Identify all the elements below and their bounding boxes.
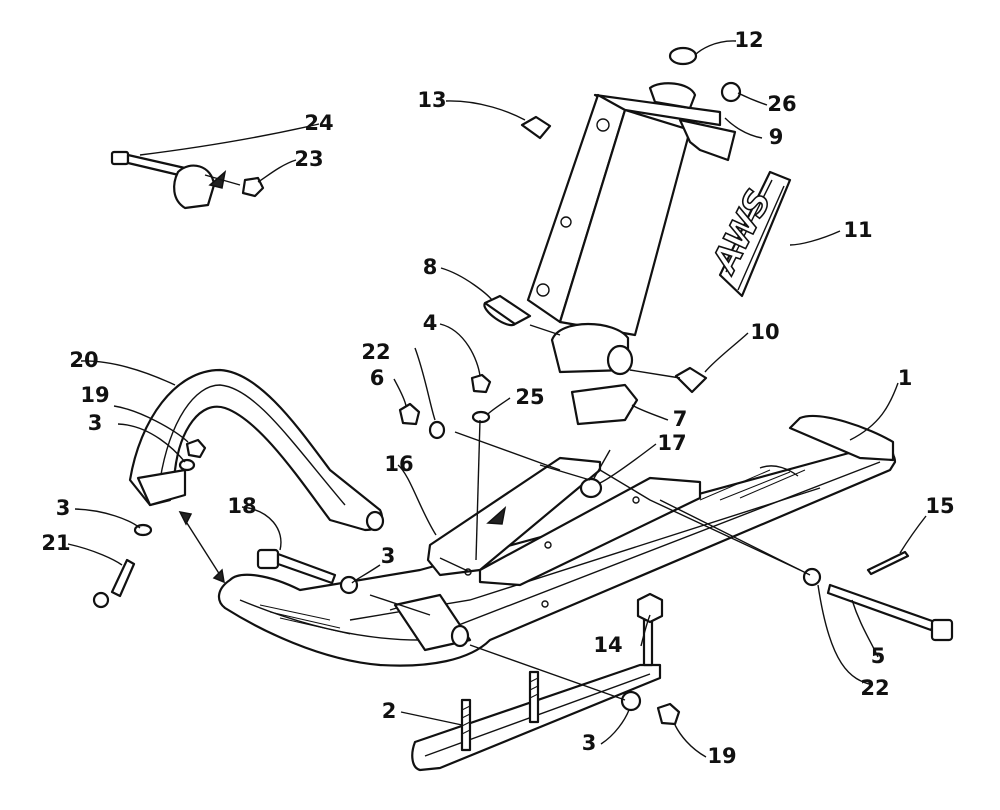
callout-25: 25 — [515, 385, 544, 409]
callout-12: 12 — [734, 28, 763, 52]
washer-part-22a — [428, 420, 446, 440]
callout-6: 6 — [370, 366, 385, 390]
pointer-arrow-icon-2 — [486, 505, 507, 525]
bushing-part-8 — [483, 294, 532, 327]
bushing-part-10 — [674, 366, 708, 394]
callout-19a: 19 — [80, 383, 109, 407]
cotter-pin-part-15 — [866, 550, 910, 576]
callout-23: 23 — [294, 147, 323, 171]
callout-19b: 19 — [707, 744, 736, 768]
callout-15: 15 — [925, 494, 954, 518]
spacer-part-14 — [636, 592, 664, 624]
leader-lines — [67, 40, 927, 758]
callout-16: 16 — [384, 452, 413, 476]
grease-fitting-part-13 — [520, 115, 552, 140]
callout-7: 7 — [673, 407, 688, 431]
callout-3a: 3 — [88, 411, 103, 435]
callout-labels: 1 2 3 3 3 3 4 5 6 7 8 9 10 11 12 13 14 1… — [41, 28, 954, 768]
nut-part-19a — [185, 438, 207, 459]
callout-17: 17 — [657, 431, 686, 455]
bolt-part-24 — [110, 150, 187, 178]
callout-3d: 3 — [582, 731, 597, 755]
callout-11: 11 — [843, 218, 872, 242]
nut-part-26 — [720, 81, 742, 103]
aws-decal-part-11: AWS — [703, 170, 792, 298]
callout-10: 10 — [750, 320, 779, 344]
washer-part-25 — [471, 410, 491, 424]
callout-1: 1 — [898, 366, 913, 390]
cap-part-12 — [668, 46, 698, 66]
ski-spindle-bracket-16 — [393, 456, 702, 652]
assembly-arrow-line — [184, 519, 221, 576]
washer-part-3d — [620, 690, 642, 712]
nut-part-23 — [241, 176, 265, 198]
callout-21: 21 — [41, 531, 70, 555]
bolt-part-21 — [92, 558, 136, 609]
callout-22b: 22 — [860, 676, 889, 700]
callout-26: 26 — [767, 92, 796, 116]
callout-5: 5 — [871, 644, 886, 668]
nut-part-6 — [398, 402, 421, 426]
bumper-part-7 — [570, 383, 639, 426]
callout-4: 4 — [423, 311, 438, 335]
bolt-part-18 — [256, 548, 337, 585]
callout-13: 13 — [417, 88, 446, 112]
washer-part-3a — [178, 458, 196, 472]
callout-24: 24 — [304, 111, 333, 135]
callout-3b: 3 — [56, 496, 71, 520]
arrow-head-down-icon — [212, 568, 225, 584]
bolt-part-5 — [826, 583, 954, 642]
callout-8: 8 — [423, 255, 438, 279]
shock-absorber-part-9 — [526, 82, 737, 376]
callout-14: 14 — [593, 633, 622, 657]
arrow-head-up-icon — [178, 510, 193, 526]
washer-part-22b — [802, 567, 822, 587]
washer-part-3c — [339, 575, 359, 595]
callout-3c: 3 — [381, 544, 396, 568]
callout-2: 2 — [382, 699, 397, 723]
callout-9: 9 — [769, 125, 784, 149]
bumper-block — [173, 164, 216, 210]
callout-20: 20 — [69, 348, 98, 372]
callout-18: 18 — [227, 494, 256, 518]
spring-arm-part-20 — [128, 368, 385, 532]
nut-part-4 — [470, 373, 492, 394]
washer-part-17 — [579, 477, 603, 499]
callout-22a: 22 — [361, 340, 390, 364]
nut-part-19b — [656, 702, 681, 726]
